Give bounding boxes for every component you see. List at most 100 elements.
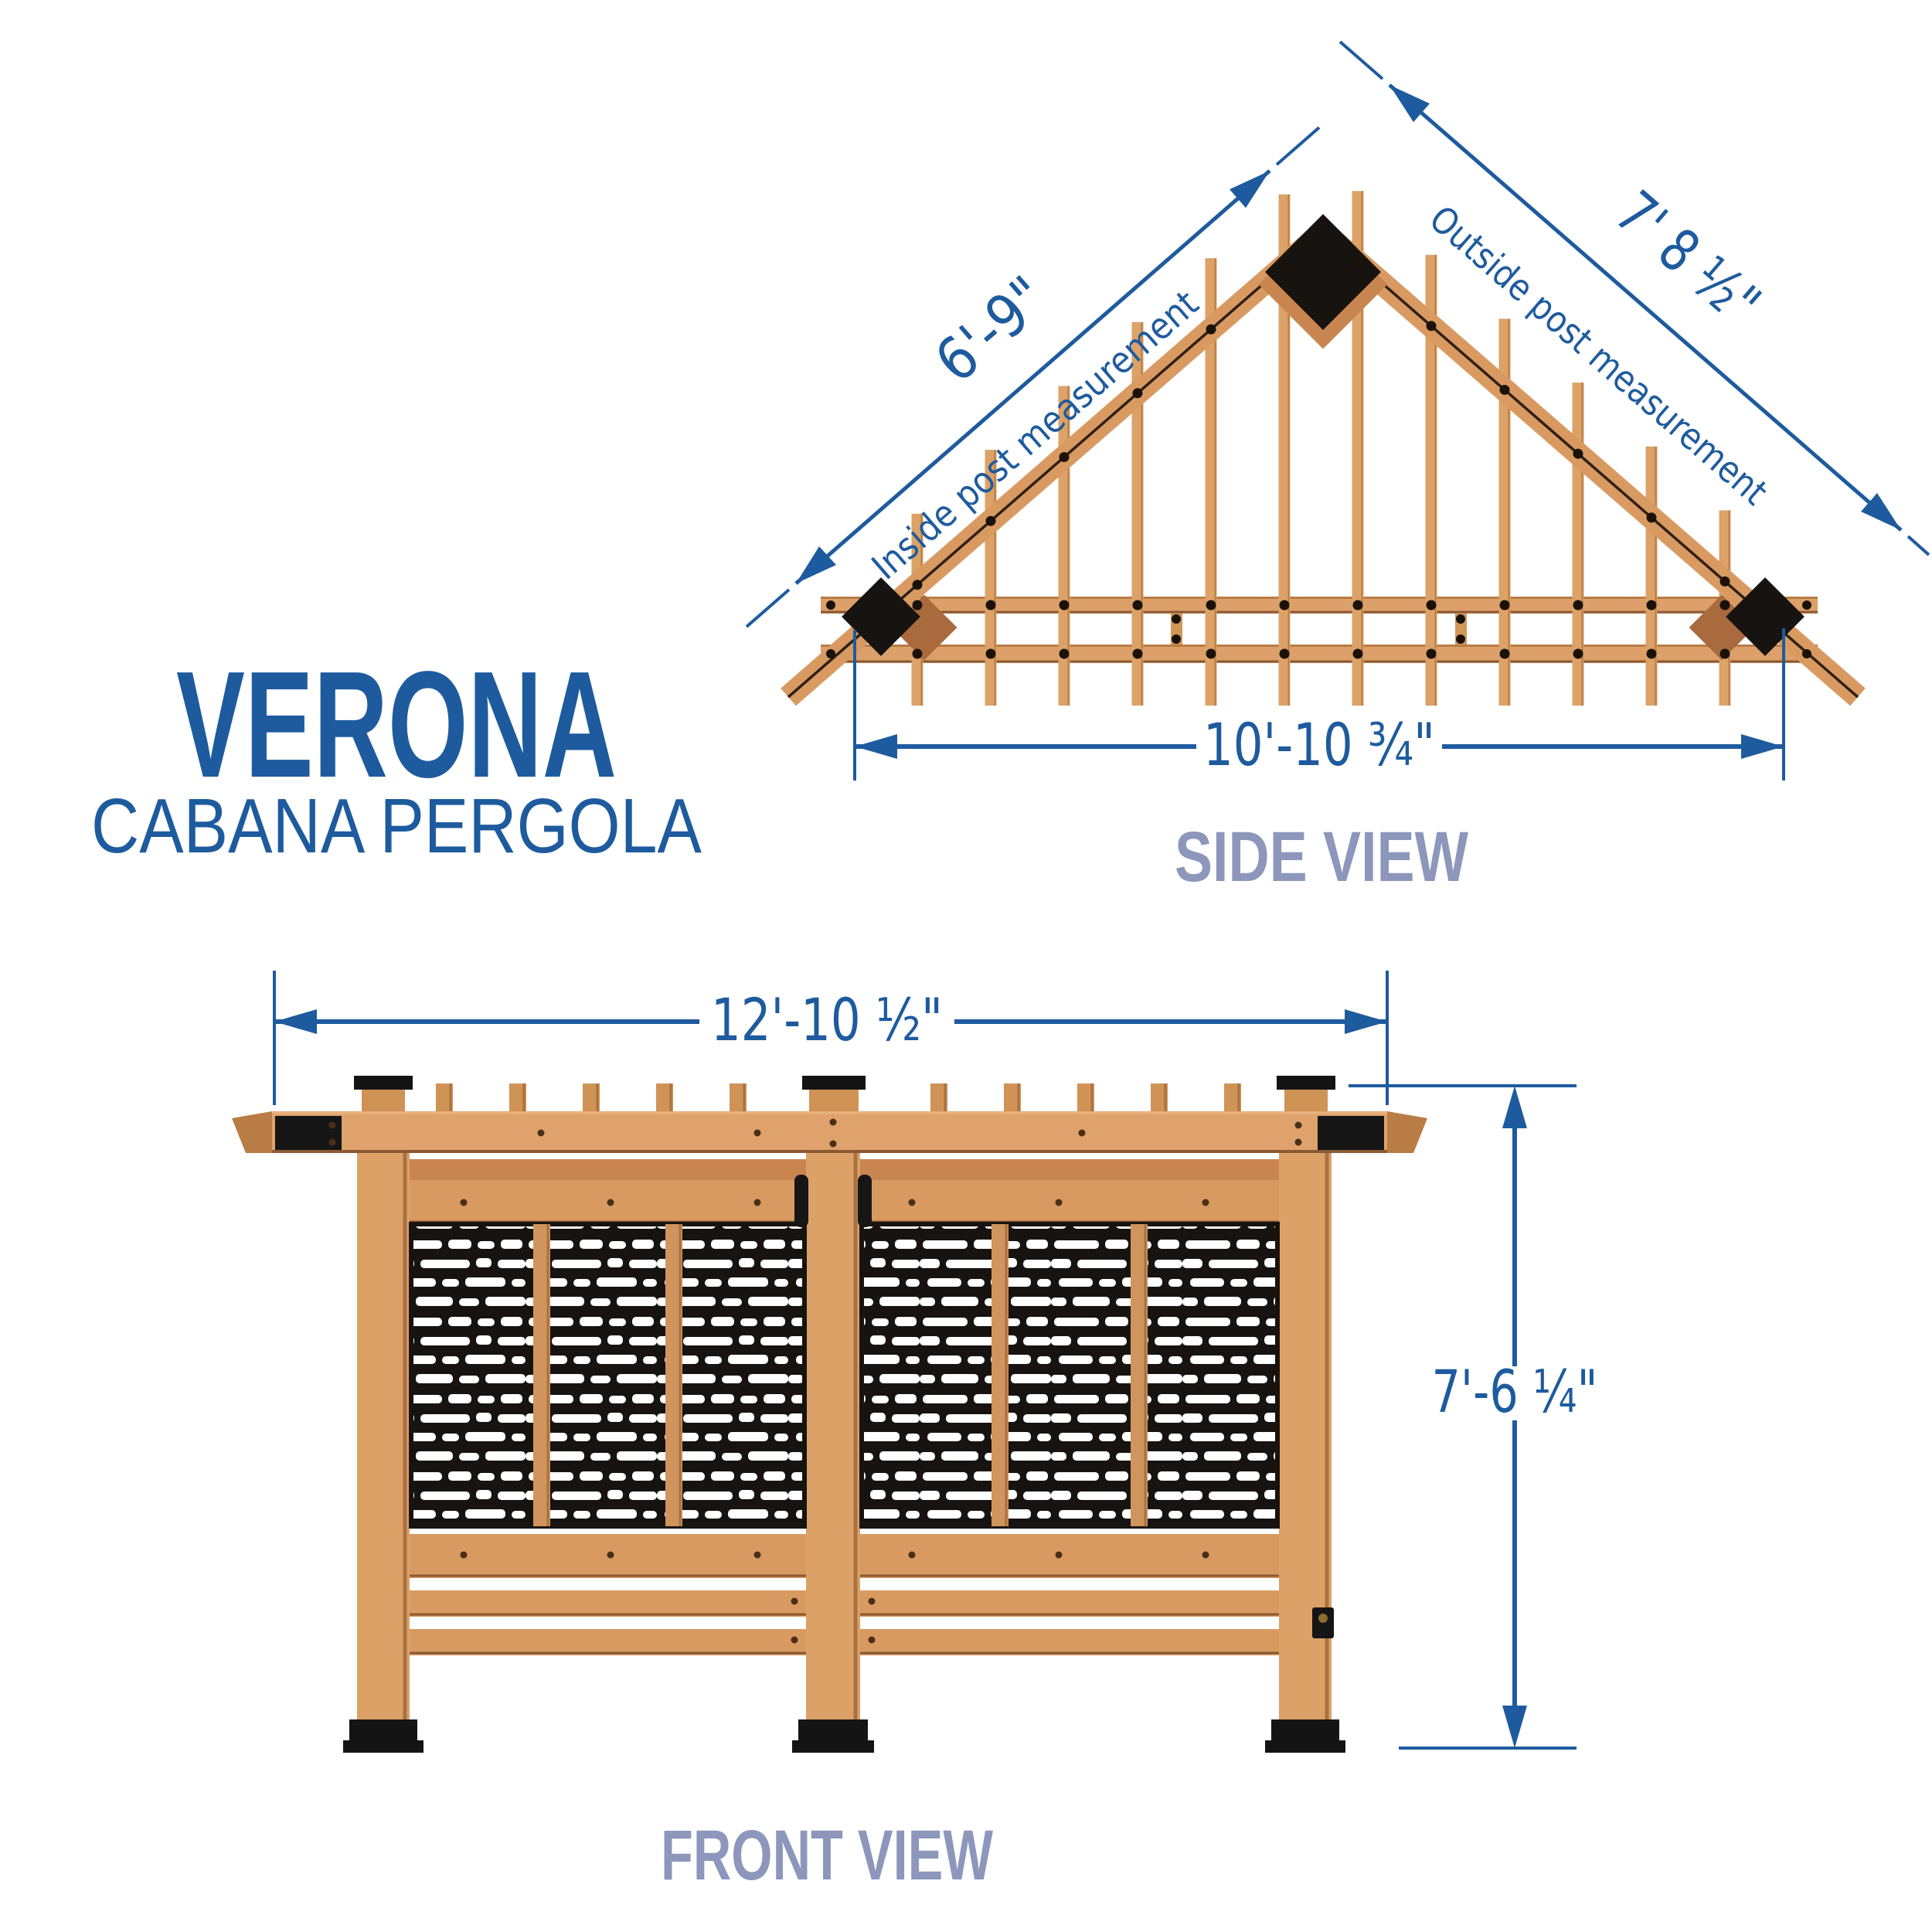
lower-chord	[821, 645, 1818, 663]
bolt	[1206, 648, 1216, 659]
front-view-post-feet	[343, 1719, 1345, 1753]
bolt	[1719, 648, 1730, 659]
lower-slat-board	[410, 1590, 806, 1617]
screw	[791, 1597, 798, 1605]
hinge-bracket	[794, 1175, 808, 1227]
front-view-hinge-brackets	[794, 1175, 872, 1227]
dim-front-width-value: 12'-10 ½"	[711, 985, 943, 1054]
screw	[607, 1199, 614, 1206]
bolt	[1499, 648, 1510, 659]
screw	[753, 1129, 761, 1137]
screw	[460, 1551, 468, 1559]
product-subtitle: CABANA PERGOLA	[91, 783, 702, 869]
rafter-tail	[583, 1083, 600, 1114]
roof-slat	[1131, 321, 1144, 706]
bolt	[985, 600, 996, 611]
post-foot-base	[343, 1740, 423, 1753]
top-rail	[860, 1180, 1279, 1224]
header-beam	[272, 1111, 1387, 1153]
title-block: VERONA CABANA PERGOLA	[91, 640, 702, 869]
post-foot-base	[1265, 1740, 1345, 1753]
screw	[829, 1140, 837, 1148]
screw	[791, 1636, 798, 1644]
screw	[829, 1118, 837, 1126]
bolt	[1426, 321, 1437, 332]
bolt	[1456, 634, 1465, 644]
panel-divider	[665, 1224, 682, 1526]
side-view-bottom-chords	[821, 597, 1818, 663]
panel-divider	[992, 1224, 1009, 1526]
rafter-tail	[509, 1083, 526, 1114]
front-view-posts	[357, 1153, 1332, 1719]
bolt	[1206, 324, 1216, 335]
bolt	[1426, 600, 1437, 611]
rafter-tail	[1224, 1083, 1241, 1114]
bolt	[826, 649, 835, 658]
bolt	[1802, 649, 1811, 658]
bolt	[826, 600, 835, 610]
bolt	[1646, 512, 1657, 523]
apex-bracket	[1265, 214, 1381, 330]
bolt	[1352, 257, 1363, 267]
panel-divider	[1131, 1224, 1148, 1526]
post-cap	[802, 1076, 866, 1090]
bolt	[912, 600, 923, 611]
bolt	[1426, 648, 1437, 659]
rafter-tail	[656, 1083, 673, 1114]
front-view-rafter-tails	[436, 1083, 1241, 1114]
front-view-screws	[328, 1118, 1302, 1644]
screw	[607, 1551, 614, 1559]
screw	[868, 1636, 876, 1644]
bolt	[1352, 600, 1363, 611]
screw	[1294, 1138, 1302, 1146]
privacy-panel	[859, 1222, 1280, 1529]
bolt	[1132, 648, 1143, 659]
bolt	[1719, 600, 1730, 611]
bolt	[1352, 648, 1363, 659]
bolt	[1132, 600, 1143, 611]
rafter-tail	[1151, 1083, 1168, 1114]
screw	[868, 1597, 876, 1605]
bolt	[1059, 451, 1070, 462]
rafter-tail	[730, 1083, 747, 1114]
back-beam-right-end	[1387, 1111, 1427, 1153]
dim-front-height: 7'-6 ¼"	[1349, 1084, 1598, 1750]
lower-slat-board	[860, 1629, 1279, 1655]
dim-front-height-value: 7'-6 ¼"	[1432, 1357, 1598, 1426]
bolt	[1719, 576, 1730, 587]
center-post	[806, 1153, 860, 1719]
screw	[537, 1129, 545, 1137]
privacy-panel	[409, 1222, 807, 1529]
bolt	[1279, 260, 1290, 270]
bolt	[1646, 648, 1657, 659]
lower-slat-board	[410, 1629, 806, 1655]
roof-slat	[1205, 258, 1217, 706]
bolt	[1206, 600, 1216, 611]
bottom-rail	[860, 1534, 1279, 1578]
screw	[753, 1199, 761, 1206]
lower-slat-board	[860, 1590, 1279, 1617]
rafter-tail	[1077, 1083, 1094, 1114]
bolt	[1456, 614, 1465, 624]
side-view-bolts	[826, 257, 1811, 659]
screw	[1055, 1199, 1063, 1206]
bolt	[1059, 648, 1070, 659]
dim-side-base-value: 10'-10 ¾"	[1203, 710, 1435, 779]
hinge-bracket	[858, 1175, 872, 1227]
bolt	[1802, 600, 1811, 610]
screw	[1055, 1551, 1063, 1559]
front-view-header	[232, 1111, 1427, 1153]
side-view: 6'-9" Inside post measurement 7' 8 ½" Ou…	[745, 40, 1930, 896]
side-view-label: SIDE VIEW	[1175, 818, 1468, 896]
screw	[328, 1138, 336, 1146]
screw	[460, 1199, 468, 1206]
bolt	[1573, 648, 1583, 659]
bolt	[985, 648, 996, 659]
bolt	[1573, 448, 1583, 459]
bolt	[1499, 600, 1510, 611]
screw	[908, 1199, 916, 1206]
post-cap	[1277, 1076, 1335, 1090]
bolt	[1172, 634, 1181, 644]
